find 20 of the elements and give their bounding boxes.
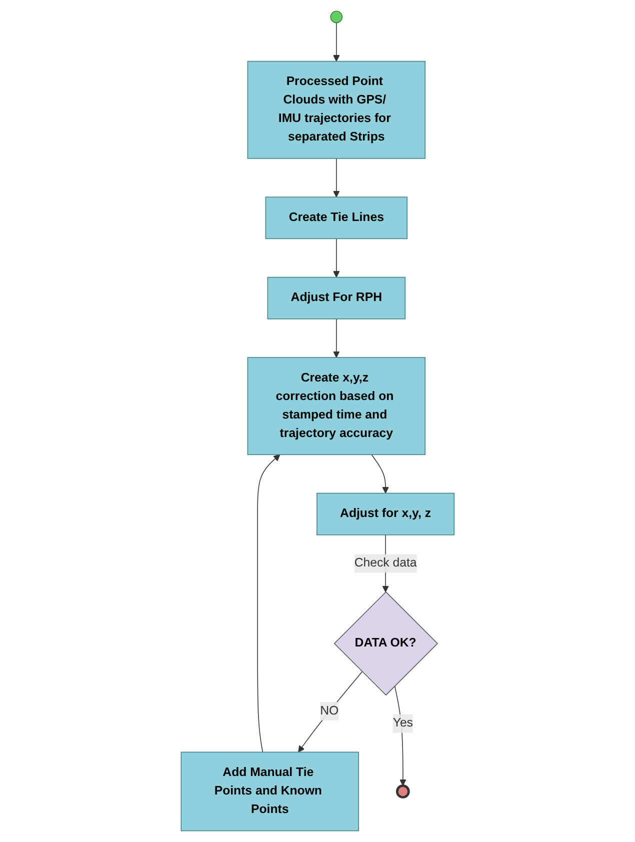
node-box: Add Manual Tie Points and Known Points (180, 752, 359, 832)
node-box: Processed Point Clouds with GPS/ IMU trajectories for separated Strips (247, 60, 426, 159)
edge-label: NO (320, 704, 338, 718)
arrow (332, 22, 340, 62)
node-box: Create Tie Lines (265, 196, 408, 240)
node-circle (330, 10, 342, 24)
arrow (371, 454, 389, 494)
node-box: Adjust for x,y, z (316, 492, 454, 536)
arrow (332, 238, 340, 278)
arrow (298, 671, 362, 752)
node-diamond: DATA OK? (334, 591, 438, 696)
node-box: Adjust For RPH (267, 276, 406, 320)
node-box: Create x,y,z correction based on stamped time and trajectory accuracy (247, 357, 426, 456)
arrow (394, 686, 406, 786)
node-circle (396, 784, 410, 798)
edge-label: Yes (392, 716, 413, 730)
arrow (332, 318, 340, 358)
edge-label: Check data (354, 556, 417, 570)
arrow (332, 158, 340, 198)
arrow (256, 454, 280, 753)
